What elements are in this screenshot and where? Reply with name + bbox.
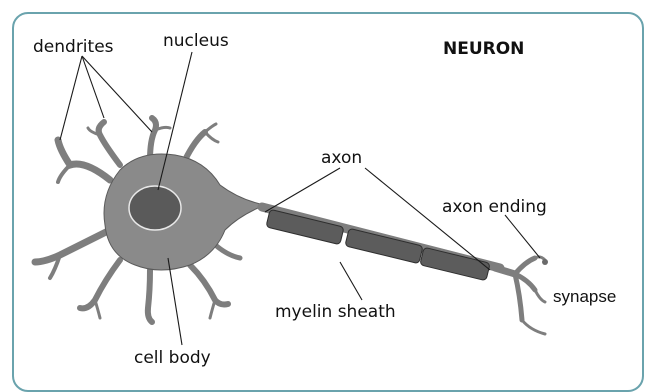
label-nucleus: nucleus <box>163 31 229 51</box>
neuron-diagram: NEURON dendrites nucleus axon axon endin… <box>0 0 657 379</box>
label-synapse: synapse <box>553 287 616 306</box>
cell-body-shape <box>104 154 265 270</box>
axon-terminal <box>495 257 545 334</box>
label-axon: axon <box>321 148 362 168</box>
label-axon-ending: axon ending <box>442 197 547 217</box>
label-dendrites: dendrites <box>33 37 114 57</box>
label-myelin-sheath: myelin sheath <box>275 302 396 322</box>
label-cell-body: cell body <box>134 348 211 368</box>
axon-ending-knob <box>542 259 548 265</box>
myelin-sheath-segments <box>266 209 490 280</box>
nucleus-shape <box>129 186 181 230</box>
diagram-title: NEURON <box>443 39 524 59</box>
